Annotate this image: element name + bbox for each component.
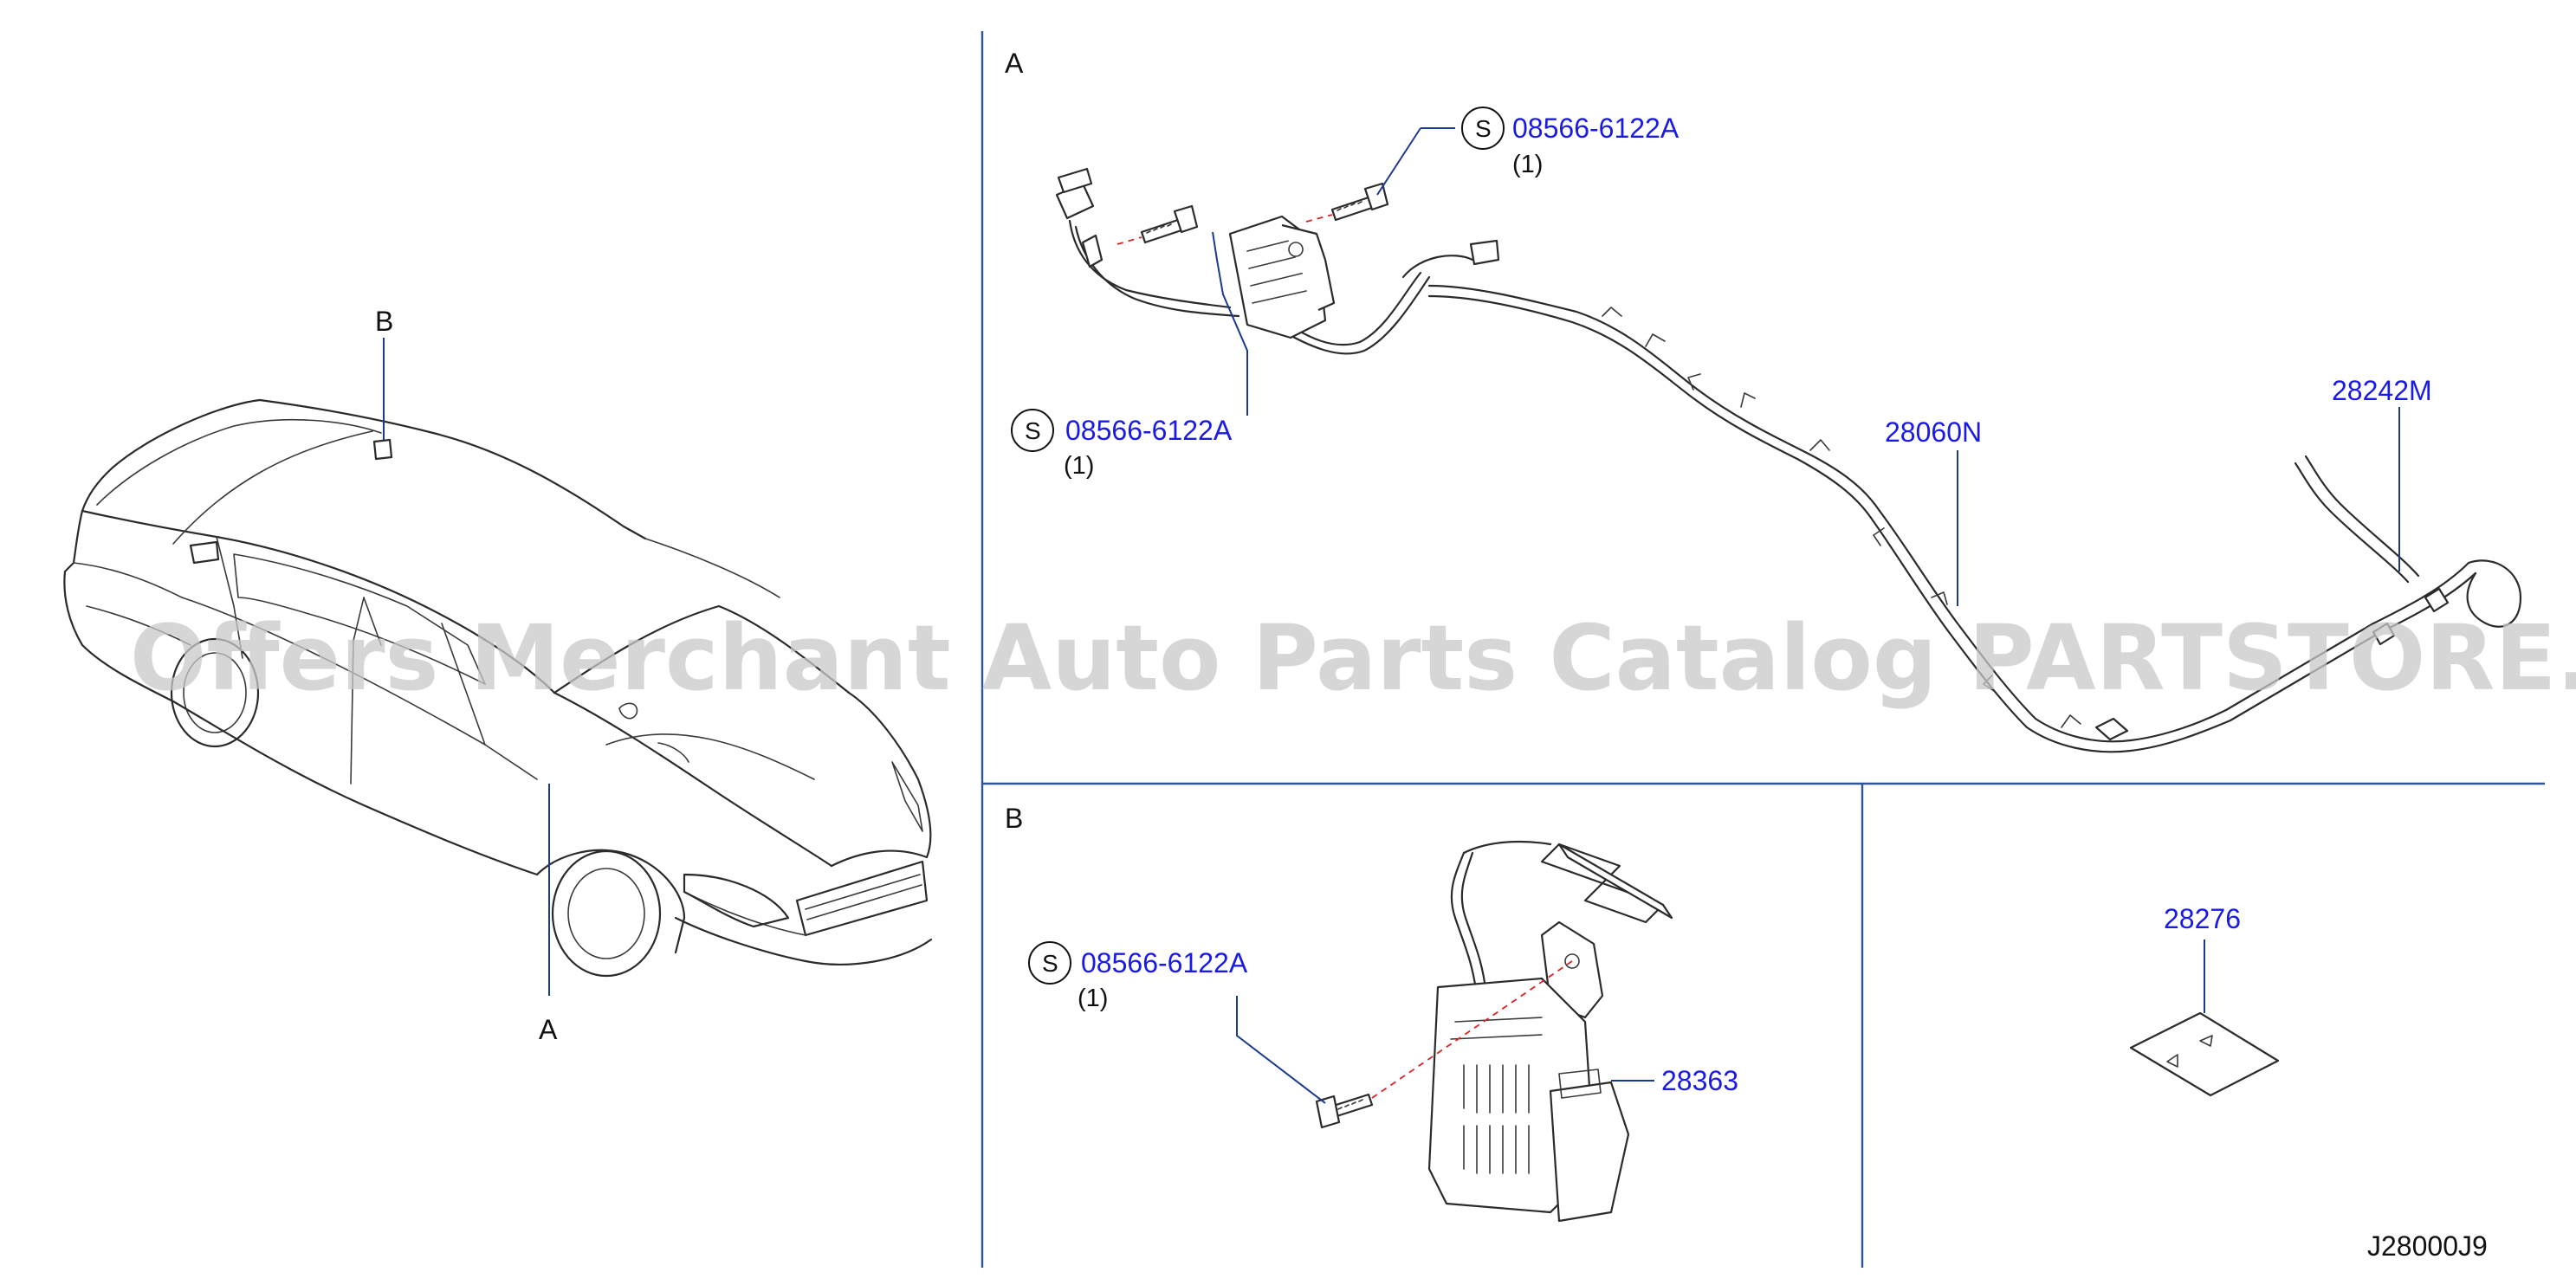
bolt-b-callout: S 08566-6122A (1) bbox=[1028, 941, 1248, 1012]
bolt-a-left bbox=[1140, 204, 1199, 244]
bolt-a-left-part-number[interactable]: 08566-6122A bbox=[1065, 415, 1233, 446]
bolt-a-upper-callout: S 08566-6122A (1) bbox=[1461, 107, 1680, 178]
diagram-code: J28000J9 bbox=[2367, 1230, 2488, 1262]
harness-wire bbox=[1068, 219, 2522, 753]
bolt-a-upper-part-number[interactable]: 08566-6122A bbox=[1512, 113, 1680, 144]
control-module bbox=[1427, 840, 1673, 1223]
label-part-number[interactable]: 28276 bbox=[2164, 903, 2241, 934]
harness-connector-left bbox=[1055, 167, 1104, 268]
watermark-text: Offers Merchant Auto Parts Catalog PARTS… bbox=[130, 605, 2576, 711]
panel-dividers bbox=[981, 31, 2545, 1268]
module-part-number[interactable]: 28363 bbox=[1661, 1065, 1738, 1096]
antenna-cable-part-number[interactable]: 28242M bbox=[2332, 375, 2432, 406]
warning-label-part bbox=[2129, 1011, 2280, 1097]
callout-b-label: B bbox=[375, 306, 393, 337]
section-a-leaders bbox=[1212, 127, 2400, 606]
harness-bracket bbox=[1228, 215, 1336, 339]
section-a-label: A bbox=[1005, 48, 1024, 79]
bolt-b-part-number[interactable]: 08566-6122A bbox=[1081, 947, 1248, 978]
section-b-label: B bbox=[1005, 803, 1023, 834]
bolt-b-symbol: S bbox=[1042, 950, 1058, 977]
vehicle-callouts: B A bbox=[375, 306, 558, 1045]
bolt-a-upper bbox=[1330, 182, 1389, 222]
callout-a-label: A bbox=[539, 1014, 558, 1045]
bolt-a-upper-symbol: S bbox=[1475, 115, 1492, 142]
bolt-a-left-symbol: S bbox=[1025, 417, 1041, 444]
harness-part-number[interactable]: 28060N bbox=[1885, 416, 1982, 448]
bolt-a-upper-qty: (1) bbox=[1512, 151, 1543, 178]
bolt-a-left-callout: S 08566-6122A (1) bbox=[1011, 409, 1233, 480]
bolt-b-qty: (1) bbox=[1078, 985, 1108, 1012]
section-b-leaders bbox=[1236, 996, 1654, 1104]
bolt-a-left-qty: (1) bbox=[1064, 452, 1094, 480]
vehicle-illustration bbox=[63, 398, 933, 978]
bolt-b bbox=[1315, 1093, 1374, 1129]
harness-connector-right bbox=[1469, 239, 1500, 266]
